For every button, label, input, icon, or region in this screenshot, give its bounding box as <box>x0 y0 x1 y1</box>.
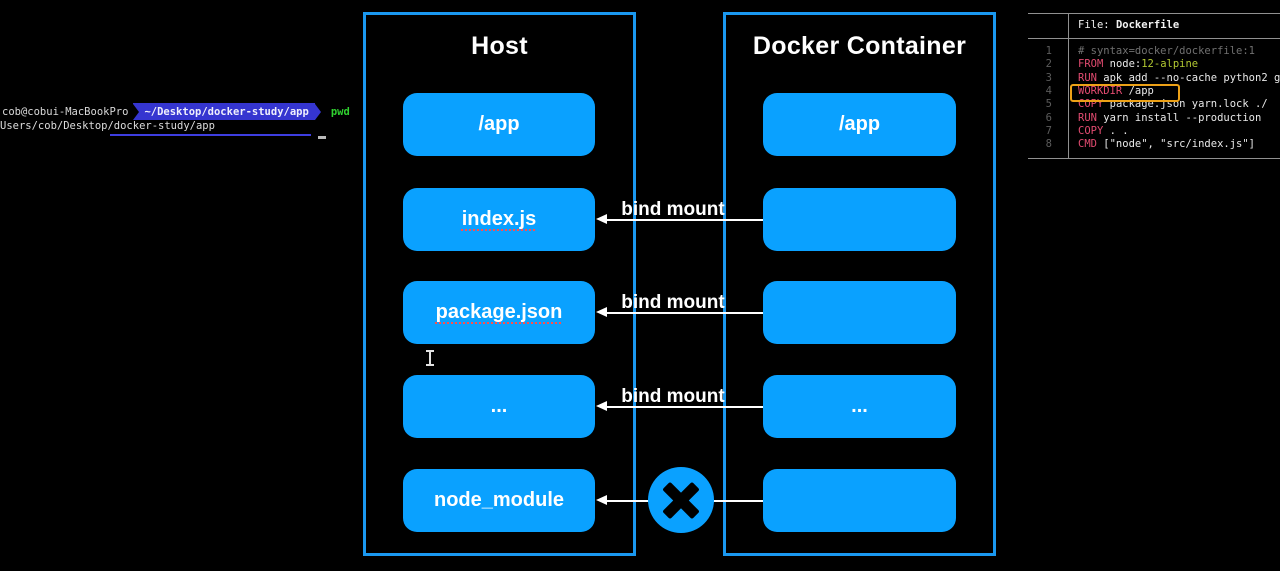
prompt-path: ~/Desktop/docker-study/app <box>144 105 309 118</box>
code-token-pl: ["node", "src/index.js"] <box>1096 138 1256 151</box>
terminal-output: Users/cob/Desktop/docker-study/app <box>0 120 215 132</box>
bind-mount-arrow-line <box>606 218 763 221</box>
host-file-label: /app <box>478 113 520 135</box>
code-line: CMD ["node", "src/index.js"] <box>1078 138 1255 151</box>
code-line: RUN apk add --no-cache python2 g++ make <box>1078 72 1280 85</box>
container-file-label: ... <box>851 395 868 417</box>
host-file-label: node_module <box>433 489 564 511</box>
line-number: 5 <box>1045 98 1052 111</box>
docker-container-title: Docker Container <box>752 32 967 60</box>
powerline-arrow-icon <box>314 103 321 120</box>
bind-mount-arrow-head-icon <box>596 401 607 411</box>
line-number: 3 <box>1045 71 1052 84</box>
container-file-box[interactable]: /app <box>763 93 956 156</box>
text-cursor-icon <box>425 350 435 366</box>
prompt-path-segment: ~/Desktop/docker-study/app <box>133 103 315 120</box>
bind-mount-arrow-head-icon <box>596 214 607 224</box>
code-token-kw: WORKDIR <box>1078 84 1123 97</box>
container-file-box[interactable] <box>763 188 956 251</box>
terminal-user-host: cob@cobui-MacBookPro <box>2 105 129 118</box>
code-line: # syntax=docker/dockerfile:1 <box>1078 45 1255 58</box>
bind-mount-label: bind mount <box>621 198 725 220</box>
container-file-label: /app <box>838 113 881 135</box>
host-file-box[interactable]: node_module <box>403 469 595 532</box>
code-token-pl: . . <box>1103 124 1129 137</box>
code-token-pl: node: <box>1103 58 1142 71</box>
code-token-kw: FROM <box>1078 58 1104 71</box>
code-line: COPY . . <box>1078 125 1129 138</box>
host-file-box[interactable]: ... <box>403 375 595 438</box>
bind-mount-arrow-head-icon <box>596 495 607 505</box>
code-line: RUN yarn install --production <box>1078 112 1261 125</box>
container-file-box[interactable]: ... <box>763 375 956 438</box>
code-line: WORKDIR /app <box>1078 85 1154 98</box>
workdir-highlight-box <box>1070 84 1180 102</box>
dockerfile-panel: File: Dockerfile 1 # syntax=docker/docker… <box>1028 0 1280 170</box>
code-token-ver: 12-alpine <box>1141 58 1199 71</box>
dockerfile-header: File: Dockerfile <box>1078 13 1179 38</box>
host-file-label: ... <box>490 395 508 417</box>
file-name: Dockerfile <box>1115 19 1180 31</box>
code-token-kw: RUN <box>1078 111 1097 124</box>
bind-mount-arrow-head-icon <box>596 307 607 317</box>
code-token-pl: yarn install --production <box>1096 111 1262 124</box>
line-number: 4 <box>1045 84 1052 97</box>
line-number: 8 <box>1045 138 1052 151</box>
header-divider <box>1028 38 1280 39</box>
bind-mount-label: bind mount <box>621 291 725 313</box>
bind-mount-arrow-line <box>606 405 763 408</box>
line-number: 7 <box>1045 124 1052 137</box>
terminal-prompt-line: cob@cobui-MacBookPro ~/Desktop/docker-st… <box>0 103 350 120</box>
terminal-cursor <box>318 136 326 139</box>
container-file-box[interactable] <box>763 281 956 344</box>
code-token-kw: COPY <box>1078 124 1104 137</box>
panel-bottom-border <box>1028 158 1280 159</box>
code-token-pl: apk add --no-cache python2 g++ make <box>1103 71 1280 84</box>
line-number: 6 <box>1045 111 1052 124</box>
host-file-box[interactable]: /app <box>403 93 595 156</box>
host-title: Host <box>471 32 528 60</box>
panel-top-border <box>1028 13 1280 14</box>
powerline-separator-icon <box>133 103 140 120</box>
code-token-pl: /app <box>1122 84 1154 97</box>
file-label: File: <box>1078 19 1116 31</box>
code-token-kw: RUN <box>1078 71 1097 84</box>
container-file-box[interactable] <box>763 469 956 532</box>
line-number: 2 <box>1045 58 1052 71</box>
blocked-cross-icon[interactable] <box>648 467 714 533</box>
gutter-divider <box>1068 13 1069 158</box>
code-token-kw: CMD <box>1078 138 1097 151</box>
host-file-label: index.js <box>461 208 537 230</box>
host-file-box[interactable]: index.js <box>403 188 595 251</box>
terminal-command: pwd <box>330 105 350 118</box>
terminal-path-underline <box>110 134 311 136</box>
bind-mount-label: bind mount <box>621 385 725 407</box>
terminal-window[interactable]: cob@cobui-MacBookPro ~/Desktop/docker-st… <box>0 0 360 180</box>
host-file-label: package.json <box>435 301 563 323</box>
code-token-cm: # syntax=docker/dockerfile:1 <box>1078 45 1256 57</box>
line-number: 1 <box>1045 45 1052 57</box>
code-line: FROM node:12-alpine <box>1078 58 1198 71</box>
host-file-box[interactable]: package.json <box>403 281 595 344</box>
bind-mount-arrow-line <box>606 311 763 314</box>
